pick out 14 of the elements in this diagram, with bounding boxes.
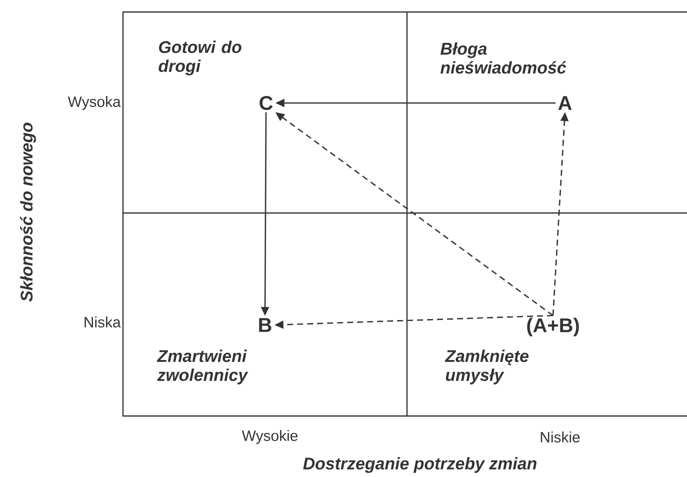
point-label: A [558,96,572,110]
axis-tick-label: Niskie [540,432,580,442]
quadrant-title: Zamknięte umysły [444,350,528,384]
point-label: B [259,318,272,332]
point-label: (A+B) [527,318,579,336]
axis-tick-label: Wysokie [242,430,298,444]
quadrant-title: Błoga nieświadomość [440,42,566,74]
axis-tick-label: Wysoka [68,96,121,110]
axis-title: Dostrzeganie potrzeby zmian [303,457,536,473]
quadrant-title: Gotowi do drogi [158,40,242,76]
quadrant-title: Zmartwieni zwolennicy [156,350,248,384]
point-label: C [260,96,273,110]
axis-title: Skłonność do nowego [20,122,36,302]
axis-tick-label: Niska [84,316,121,328]
